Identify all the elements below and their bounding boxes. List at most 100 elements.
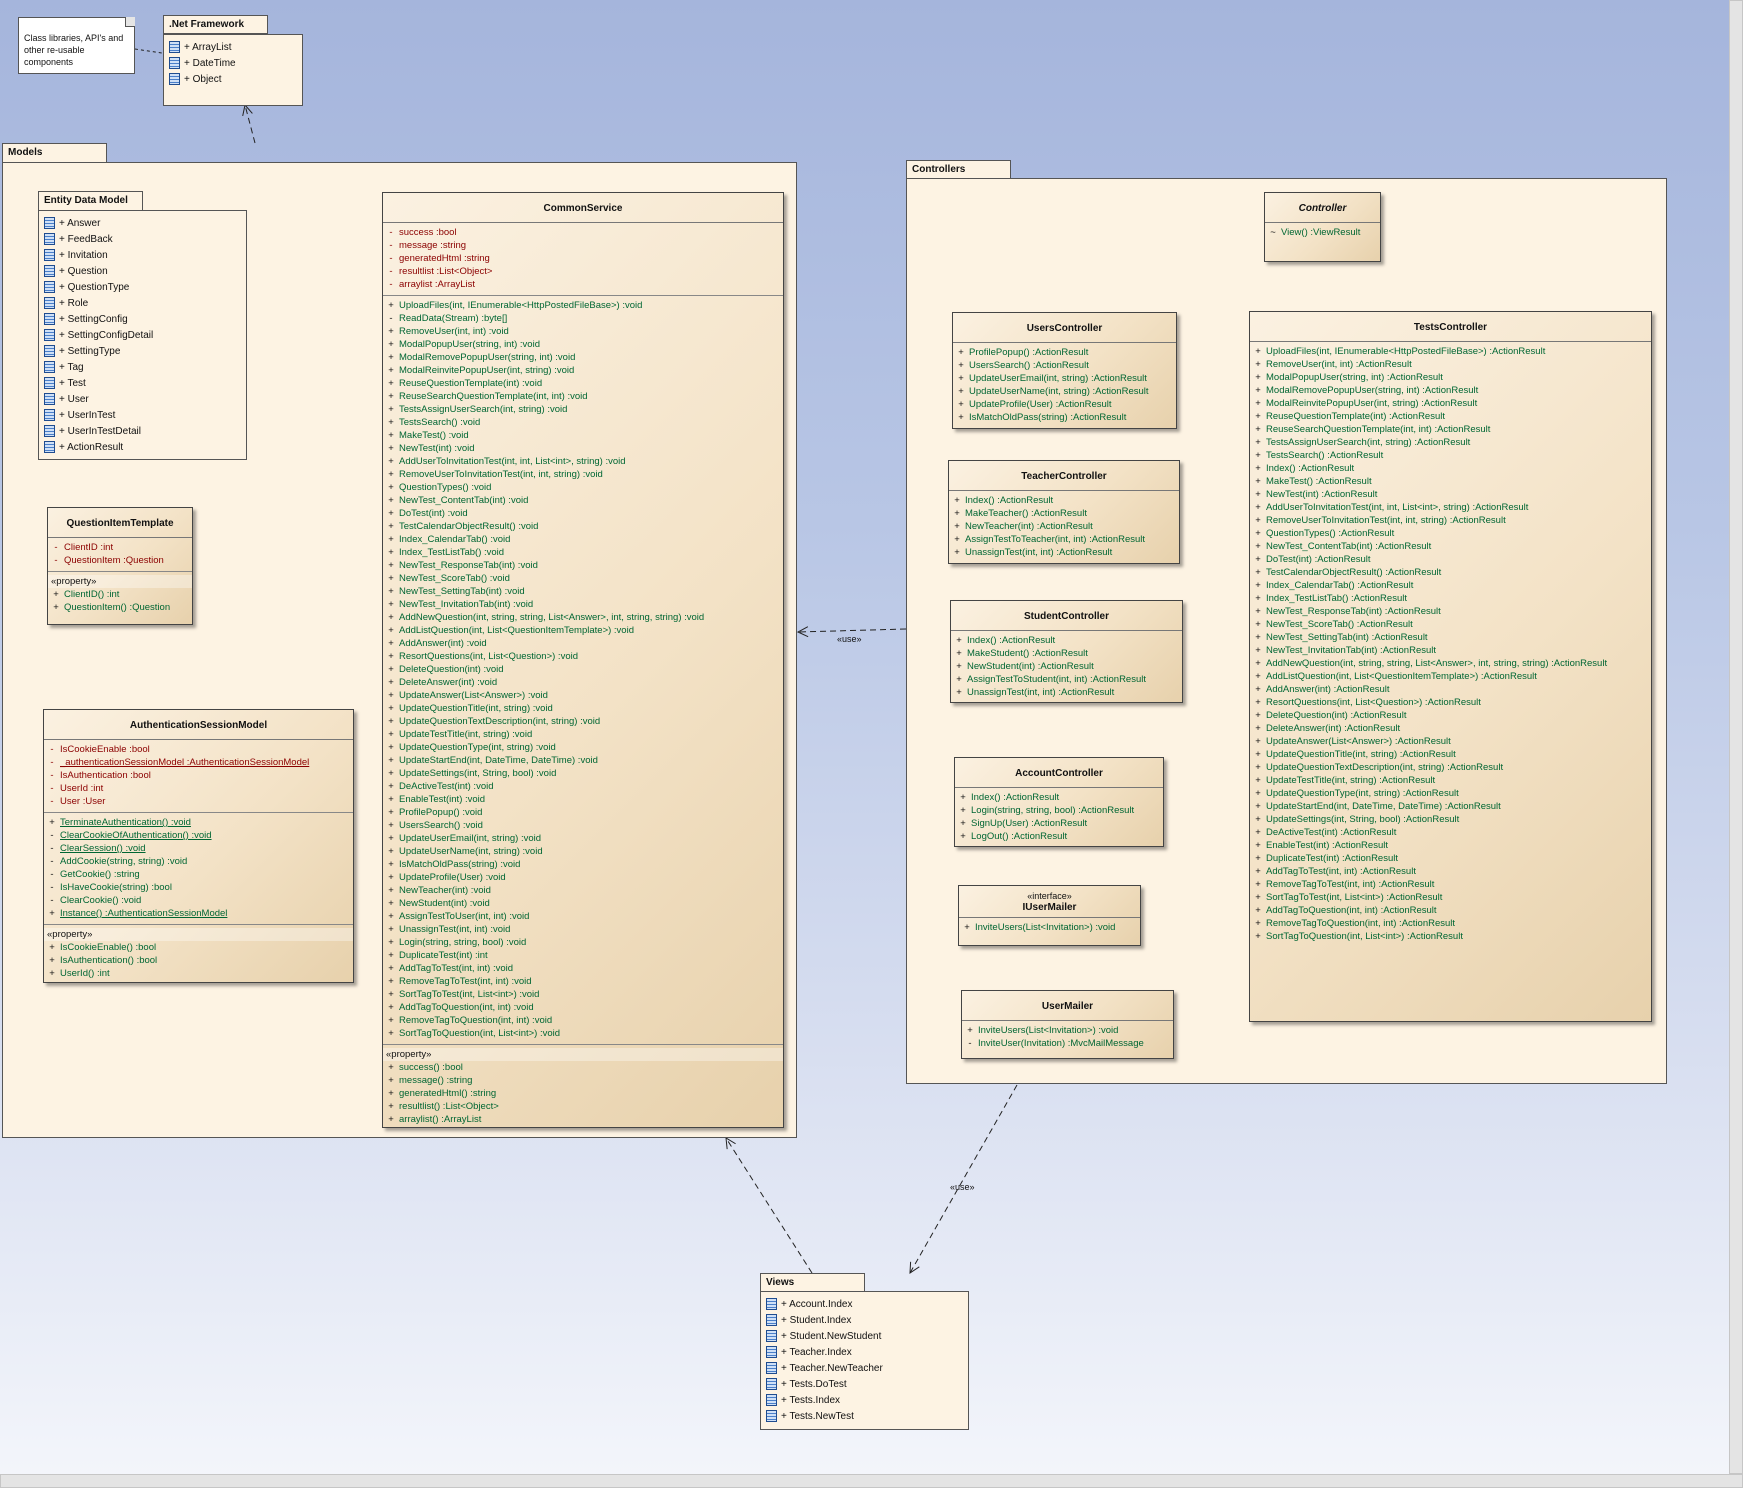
member-row[interactable]: +TerminateAuthentication() :void bbox=[44, 816, 353, 829]
member-row[interactable]: +ProfilePopup() :void bbox=[383, 806, 783, 819]
member-row[interactable]: +NewTest_ResponseTab(int) :void bbox=[383, 559, 783, 572]
controllers-tab[interactable]: Controllers bbox=[906, 160, 1011, 179]
member-row[interactable]: +AddUserToInvitationTest(int, int, List<… bbox=[1250, 501, 1651, 514]
member-row[interactable]: +UsersSearch() :ActionResult bbox=[953, 359, 1176, 372]
member-row[interactable]: +Index() :ActionResult bbox=[949, 494, 1179, 507]
member-row[interactable]: +UpdateUserName(int, string) :void bbox=[383, 845, 783, 858]
member-row[interactable]: +AddAnswer(int) :void bbox=[383, 637, 783, 650]
horizontal-scrollbar[interactable] bbox=[0, 1474, 1743, 1488]
member-row[interactable]: +DuplicateTest(int) :ActionResult bbox=[1250, 852, 1651, 865]
member-row[interactable]: +UpdateUserEmail(int, string) :ActionRes… bbox=[953, 372, 1176, 385]
member-row[interactable]: +RemoveUserToInvitationTest(int, int, st… bbox=[1250, 514, 1651, 527]
member-row[interactable]: +RemoveTagToQuestion(int, int) :void bbox=[383, 1014, 783, 1027]
member-row[interactable]: +ModalReinvitePopupUser(int, string) :Ac… bbox=[1250, 397, 1651, 410]
member-row[interactable]: +RemoveUserToInvitationTest(int, int, st… bbox=[383, 468, 783, 481]
member-row[interactable]: +DeleteQuestion(int) :void bbox=[383, 663, 783, 676]
member-row[interactable]: +IsCookieEnable() :bool bbox=[44, 941, 353, 954]
member-row[interactable]: -message :string bbox=[383, 239, 783, 252]
member-row[interactable]: +Index_CalendarTab() :void bbox=[383, 533, 783, 546]
member-row[interactable]: -IsCookieEnable :bool bbox=[44, 743, 353, 756]
member-row[interactable]: +ModalReinvitePopupUser(int, string) :vo… bbox=[383, 364, 783, 377]
member-row[interactable]: +UnassignTest(int, int) :ActionResult bbox=[949, 546, 1179, 559]
list-item[interactable]: + Tag bbox=[39, 359, 153, 375]
member-row[interactable]: +RemoveTagToQuestion(int, int) :ActionRe… bbox=[1250, 917, 1651, 930]
member-row[interactable]: +NewTest_ContentTab(int) :ActionResult bbox=[1250, 540, 1651, 553]
member-row[interactable]: +TestsAssignUserSearch(int, string) :Act… bbox=[1250, 436, 1651, 449]
member-row[interactable]: +IsMatchOldPass(string) :void bbox=[383, 858, 783, 871]
member-row[interactable]: +DeleteAnswer(int) :void bbox=[383, 676, 783, 689]
member-row[interactable]: +MakeTeacher() :ActionResult bbox=[949, 507, 1179, 520]
member-row[interactable]: +ReuseQuestionTemplate(int) :ActionResul… bbox=[1250, 410, 1651, 423]
member-row[interactable]: -arraylist :ArrayList bbox=[383, 278, 783, 291]
member-row[interactable]: +AddNewQuestion(int, string, string, Lis… bbox=[383, 611, 783, 624]
member-row[interactable]: +ModalPopupUser(string, int) :ActionResu… bbox=[1250, 371, 1651, 384]
member-row[interactable]: +TestCalendarObjectResult() :void bbox=[383, 520, 783, 533]
list-item[interactable]: + QuestionType bbox=[39, 279, 153, 295]
member-row[interactable]: +UpdateQuestionTextDescription(int, stri… bbox=[383, 715, 783, 728]
member-row[interactable]: +AddUserToInvitationTest(int, int, List<… bbox=[383, 455, 783, 468]
member-row[interactable]: +DoTest(int) :void bbox=[383, 507, 783, 520]
member-row[interactable]: +UpdateUserEmail(int, string) :void bbox=[383, 832, 783, 845]
member-row[interactable]: +UserId() :int bbox=[44, 967, 353, 980]
member-row[interactable]: +Index_CalendarTab() :ActionResult bbox=[1250, 579, 1651, 592]
list-item[interactable]: + ActionResult bbox=[39, 439, 153, 455]
list-item[interactable]: + Student.NewStudent bbox=[761, 1328, 883, 1344]
list-item[interactable]: + UserInTest bbox=[39, 407, 153, 423]
member-row[interactable]: -InviteUser(Invitation) :MvcMailMessage bbox=[962, 1037, 1173, 1050]
member-row[interactable]: +InviteUsers(List<Invitation>) :void bbox=[959, 921, 1140, 934]
list-item[interactable]: + Object bbox=[164, 71, 236, 87]
member-row[interactable]: +MakeTest() :void bbox=[383, 429, 783, 442]
member-row[interactable]: +UpdateStartEnd(int, DateTime, DateTime)… bbox=[383, 754, 783, 767]
member-row[interactable]: +DeActiveTest(int) :ActionResult bbox=[1250, 826, 1651, 839]
views-tab[interactable]: Views bbox=[760, 1273, 865, 1292]
list-item[interactable]: + SettingConfigDetail bbox=[39, 327, 153, 343]
list-item[interactable]: + Tests.Index bbox=[761, 1392, 883, 1408]
member-row[interactable]: -ClientID :int bbox=[48, 541, 192, 554]
member-row[interactable]: +TestsSearch() :ActionResult bbox=[1250, 449, 1651, 462]
member-row[interactable]: +Index() :ActionResult bbox=[1250, 462, 1651, 475]
member-row[interactable]: +NewTest_InvitationTab(int) :void bbox=[383, 598, 783, 611]
member-row[interactable]: +MakeTest() :ActionResult bbox=[1250, 475, 1651, 488]
member-row[interactable]: -_authenticationSessionModel :Authentica… bbox=[44, 756, 353, 769]
member-row[interactable]: +DeActiveTest(int) :void bbox=[383, 780, 783, 793]
entity-data-model-package[interactable]: + Answer+ FeedBack+ Invitation+ Question… bbox=[38, 210, 247, 460]
list-item[interactable]: + Tests.NewTest bbox=[761, 1408, 883, 1424]
member-row[interactable]: +UpdateAnswer(List<Answer>) :void bbox=[383, 689, 783, 702]
list-item[interactable]: + Role bbox=[39, 295, 153, 311]
member-row[interactable]: +ReuseSearchQuestionTemplate(int, int) :… bbox=[383, 390, 783, 403]
member-row[interactable]: +AddListQuestion(int, List<QuestionItemT… bbox=[1250, 670, 1651, 683]
member-row[interactable]: +UsersSearch() :void bbox=[383, 819, 783, 832]
member-row[interactable]: +NewTest_ContentTab(int) :void bbox=[383, 494, 783, 507]
member-row[interactable]: -AddCookie(string, string) :void bbox=[44, 855, 353, 868]
member-row[interactable]: -ClearCookie() :void bbox=[44, 894, 353, 907]
member-row[interactable]: +TestsAssignUserSearch(int, string) :voi… bbox=[383, 403, 783, 416]
member-row[interactable]: +UploadFiles(int, IEnumerable<HttpPosted… bbox=[1250, 345, 1651, 358]
member-row[interactable]: +NewTest_ResponseTab(int) :ActionResult bbox=[1250, 605, 1651, 618]
list-item[interactable]: + User bbox=[39, 391, 153, 407]
member-row[interactable]: +UpdateSettings(int, String, bool) :Acti… bbox=[1250, 813, 1651, 826]
member-row[interactable]: +UpdateProfile(User) :void bbox=[383, 871, 783, 884]
member-row[interactable]: +AddTagToTest(int, int) :ActionResult bbox=[1250, 865, 1651, 878]
member-row[interactable]: +Login(string, string, bool) :ActionResu… bbox=[955, 804, 1163, 817]
member-row[interactable]: +Index_TestListTab() :ActionResult bbox=[1250, 592, 1651, 605]
member-row[interactable]: -success :bool bbox=[383, 226, 783, 239]
member-row[interactable]: -QuestionItem :Question bbox=[48, 554, 192, 567]
list-item[interactable]: + DateTime bbox=[164, 55, 236, 71]
list-item[interactable]: + Student.Index bbox=[761, 1312, 883, 1328]
member-row[interactable]: +DoTest(int) :ActionResult bbox=[1250, 553, 1651, 566]
member-row[interactable]: -generatedHtml :string bbox=[383, 252, 783, 265]
member-row[interactable]: +LogOut() :ActionResult bbox=[955, 830, 1163, 843]
member-row[interactable]: +MakeStudent() :ActionResult bbox=[951, 647, 1182, 660]
class-authentication-session-model[interactable]: AuthenticationSessionModel -IsCookieEnab… bbox=[43, 709, 354, 983]
member-row[interactable]: -UserId :int bbox=[44, 782, 353, 795]
member-row[interactable]: +AddAnswer(int) :ActionResult bbox=[1250, 683, 1651, 696]
member-row[interactable]: +RemoveUser(int, int) :void bbox=[383, 325, 783, 338]
list-item[interactable]: + Account.Index bbox=[761, 1296, 883, 1312]
member-row[interactable]: +success() :bool bbox=[383, 1061, 783, 1074]
member-row[interactable]: +InviteUsers(List<Invitation>) :void bbox=[962, 1024, 1173, 1037]
class-common-service[interactable]: CommonService -success :bool-message :st… bbox=[382, 192, 784, 1128]
member-row[interactable]: +EnableTest(int) :void bbox=[383, 793, 783, 806]
views-package[interactable]: + Account.Index+ Student.Index+ Student.… bbox=[760, 1291, 969, 1430]
member-row[interactable]: +DuplicateTest(int) :int bbox=[383, 949, 783, 962]
member-row[interactable]: +NewTeacher(int) :void bbox=[383, 884, 783, 897]
